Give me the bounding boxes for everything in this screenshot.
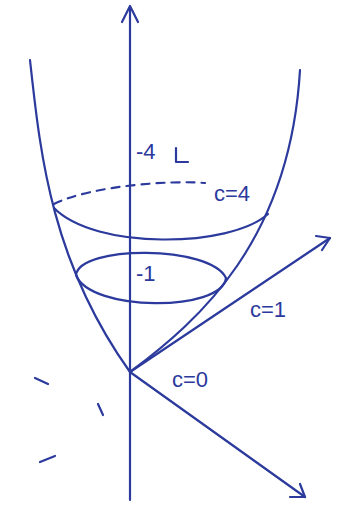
level-curve-1 bbox=[76, 253, 226, 303]
axis-back-dash bbox=[40, 456, 55, 462]
pen-mark bbox=[176, 148, 188, 162]
axis-back-dash bbox=[35, 378, 48, 384]
tick-label: -1 bbox=[134, 262, 158, 286]
level-label: c=4 bbox=[212, 182, 252, 206]
surface-right-outline bbox=[130, 70, 300, 372]
x-axis bbox=[130, 372, 305, 497]
axis-back-dash bbox=[98, 404, 103, 415]
level-curve-4-back bbox=[54, 182, 205, 204]
level-curve-4-front bbox=[54, 208, 268, 240]
tick-label: -4 bbox=[134, 140, 158, 164]
z-axis-arrowhead bbox=[122, 6, 138, 22]
y-axis bbox=[130, 238, 330, 372]
surface-left-outline bbox=[30, 60, 130, 372]
y-axis-arrowhead bbox=[316, 236, 330, 250]
level-label: c=1 bbox=[248, 298, 288, 322]
x-axis-arrowhead bbox=[290, 484, 305, 497]
level-label: c=0 bbox=[170, 368, 210, 392]
